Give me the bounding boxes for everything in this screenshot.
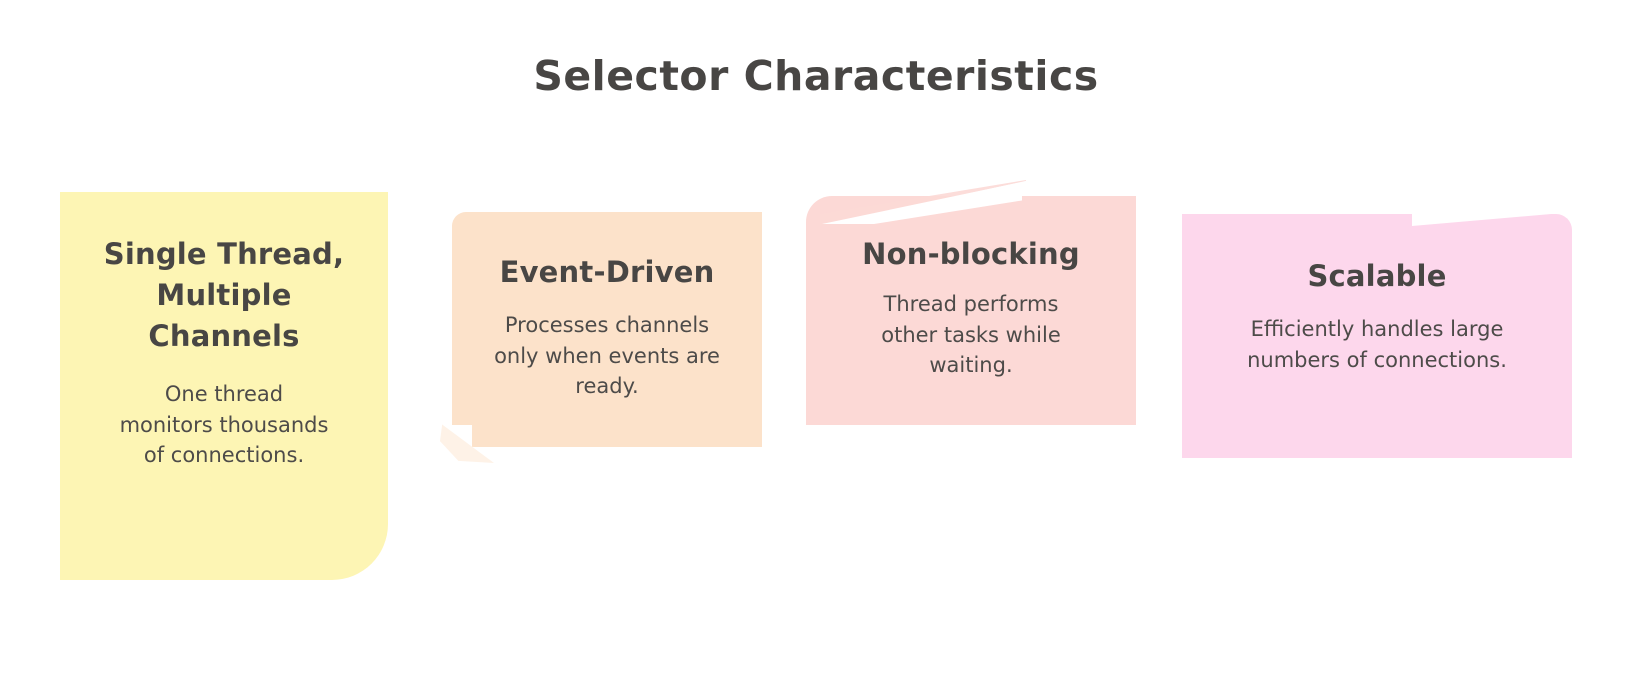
- card-body: Processes channels only when events are …: [494, 313, 720, 398]
- card-non-blocking[interactable]: Non-blocking Thread performs other tasks…: [806, 180, 1136, 425]
- page-title: Selector Characteristics: [533, 52, 1099, 100]
- card-single-thread-multiple-channels[interactable]: Single Thread, Multiple Channels One thr…: [60, 192, 388, 580]
- card-content: Single Thread, Multiple Channels One thr…: [60, 192, 388, 471]
- card-body: One thread monitors thousands of connect…: [119, 382, 329, 467]
- card-title: Scalable: [1307, 259, 1447, 293]
- card-content: Scalable Efficiently handles large numbe…: [1182, 214, 1572, 375]
- card-scalable[interactable]: Scalable Efficiently handles large numbe…: [1182, 212, 1574, 458]
- card-body: Thread performs other tasks while waitin…: [881, 292, 1061, 377]
- card-body: Efficiently handles large numbers of con…: [1247, 317, 1507, 372]
- card-content: Non-blocking Thread performs other tasks…: [806, 196, 1136, 381]
- card-corner-curl-mask: [438, 425, 472, 465]
- card-content: Event-Driven Processes channels only whe…: [452, 212, 762, 402]
- card-title: Non-blocking: [862, 237, 1080, 271]
- card-title: Single Thread, Multiple Channels: [103, 237, 345, 353]
- card-event-driven[interactable]: Event-Driven Processes channels only whe…: [438, 212, 762, 465]
- card-title: Event-Driven: [499, 255, 715, 289]
